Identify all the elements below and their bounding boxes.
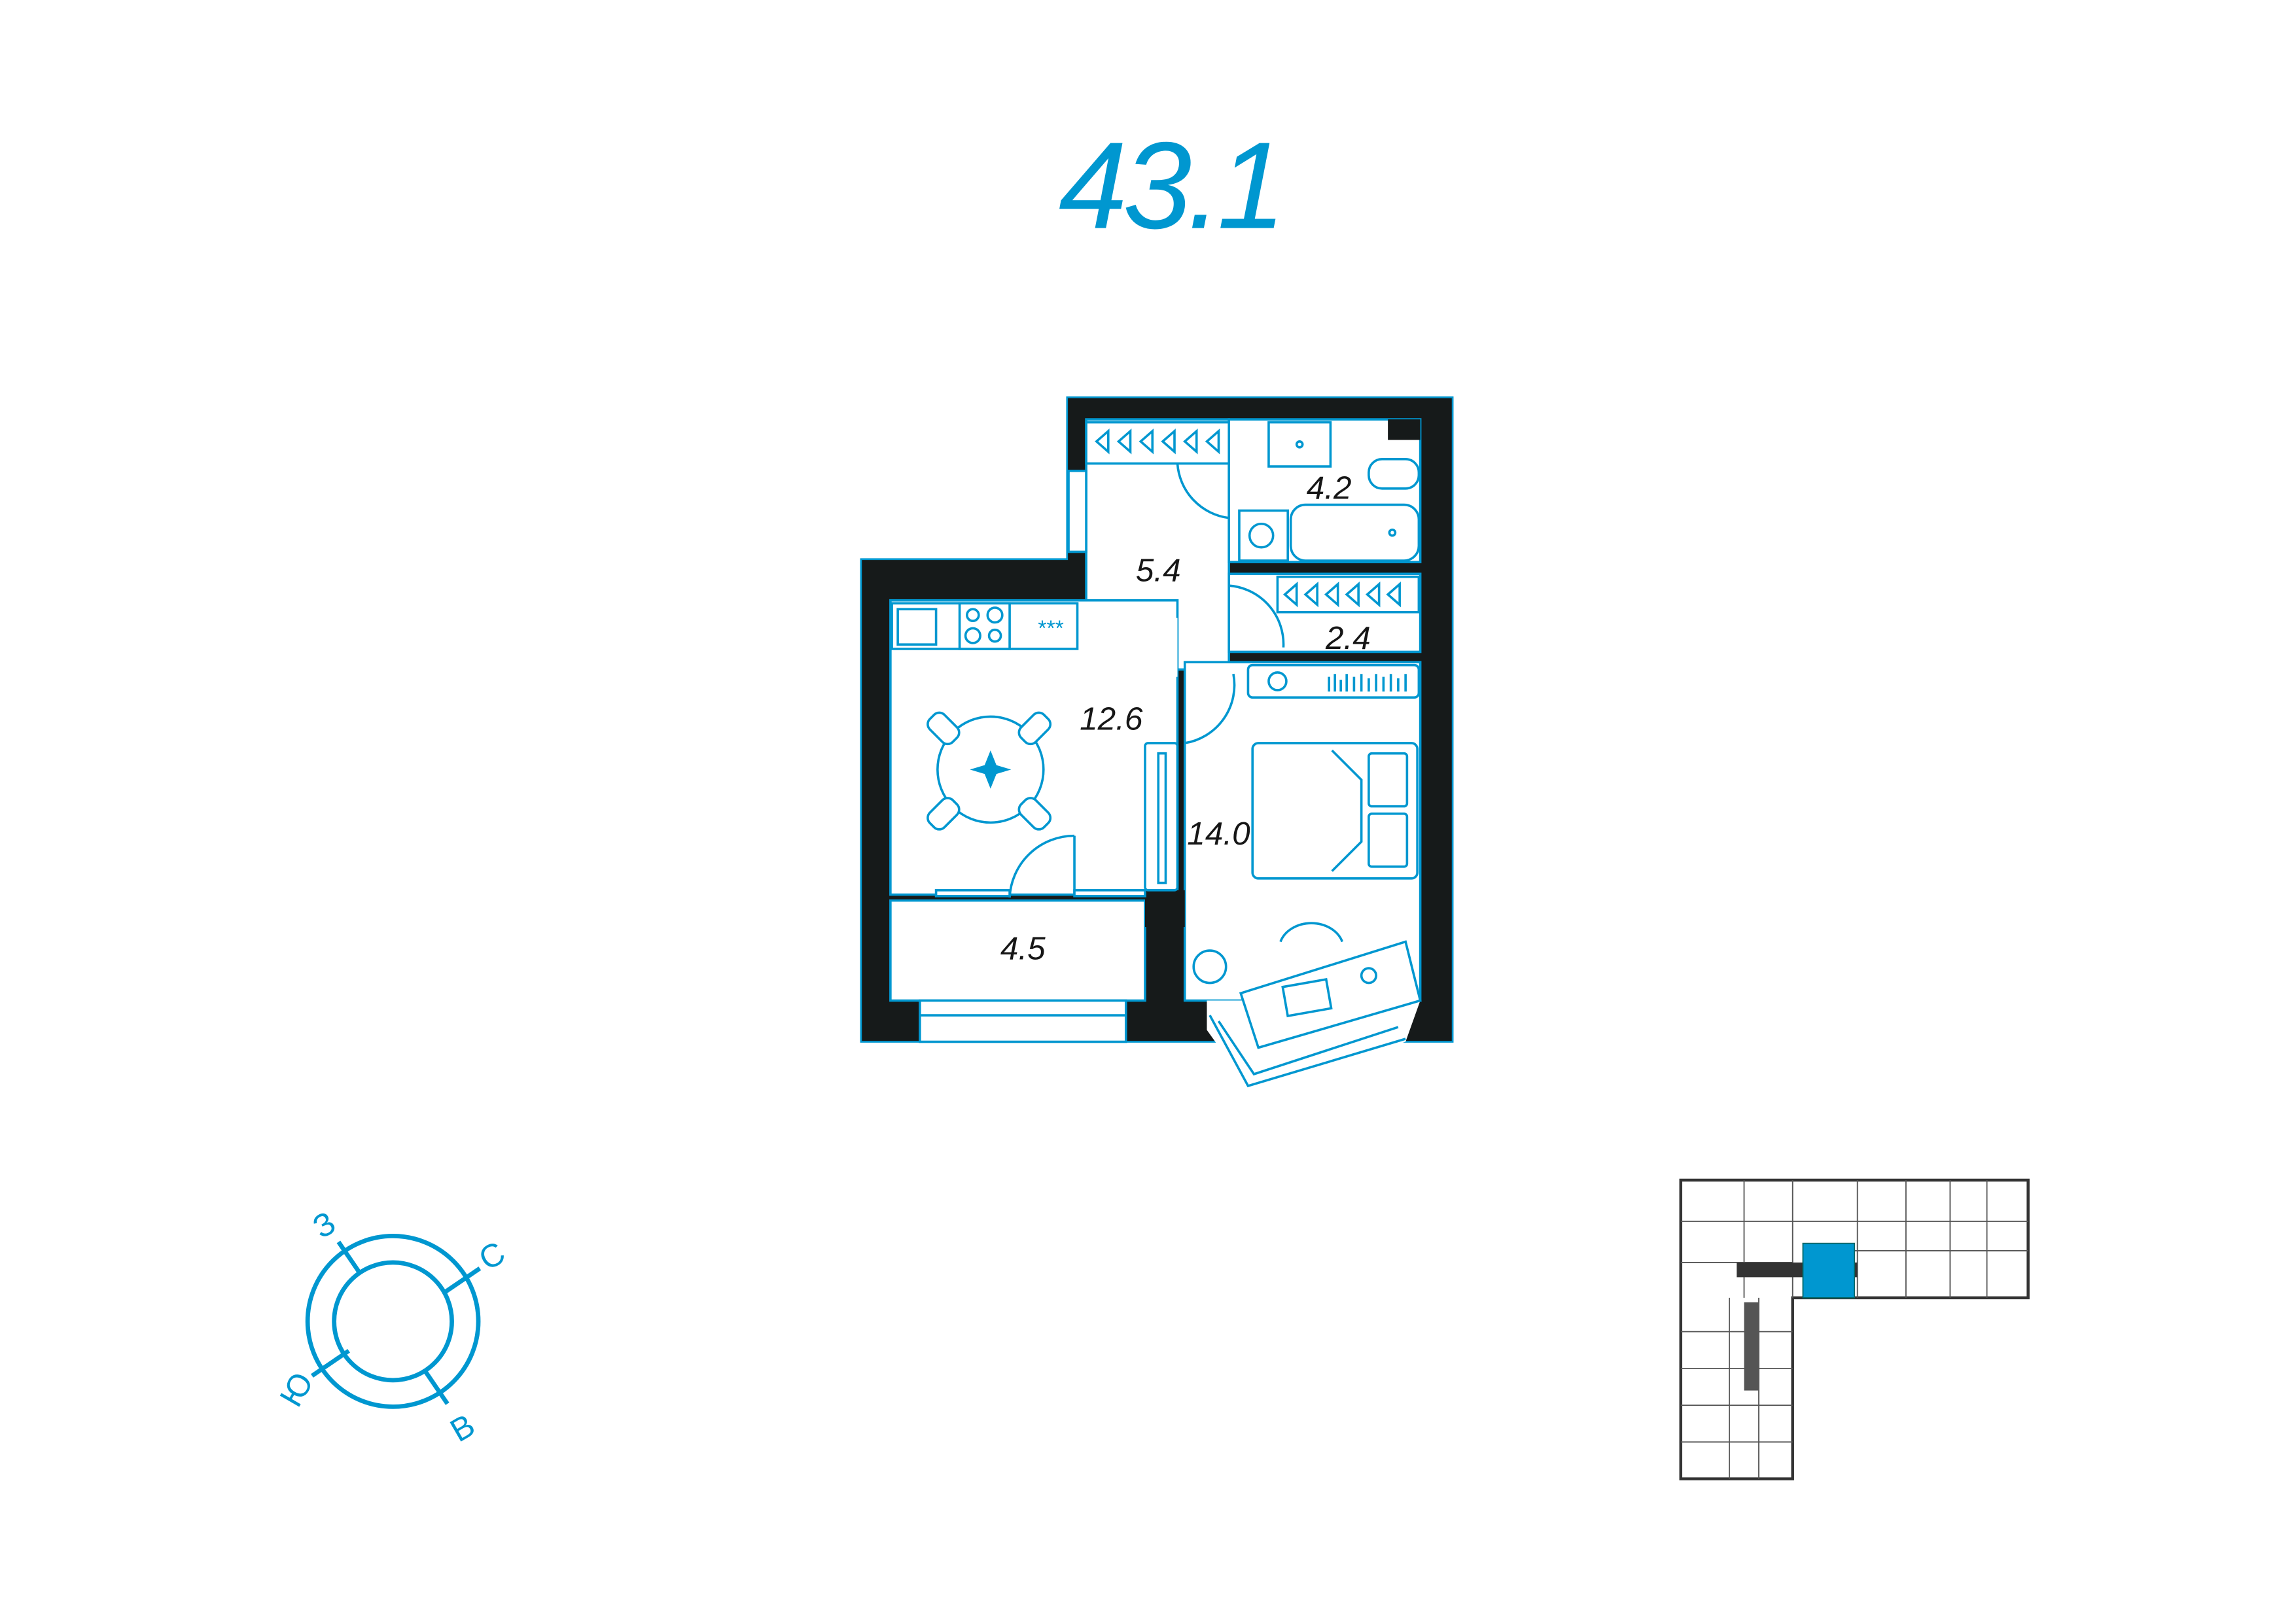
chair <box>1017 711 1052 746</box>
door-bathroom[interactable] <box>1176 463 1229 519</box>
flower-icon <box>970 750 1012 789</box>
area-wardrobe: 2.4 <box>1325 620 1371 656</box>
door-bedroom[interactable] <box>1184 673 1236 744</box>
chair <box>1017 797 1052 831</box>
stove <box>958 602 1011 650</box>
plant-icon <box>1192 949 1227 985</box>
kitchen-sink <box>896 608 938 646</box>
area-balcony: 4.5 <box>1000 931 1046 967</box>
room-balcony[interactable] <box>889 899 1146 1002</box>
area-bathroom: 4.2 <box>1307 470 1352 506</box>
tv-stand <box>1246 663 1421 699</box>
compass: З С Ю В <box>273 1204 511 1449</box>
bath-wall-corner <box>1388 419 1421 440</box>
fridge-label: *** <box>1038 616 1063 641</box>
desk <box>1239 940 1422 1049</box>
apartment-plan: *** 5.4 4.2 2.4 12.6 14.0 4.5 <box>860 396 1454 1092</box>
hall-kitchen-opening <box>1086 618 1178 677</box>
bathroom-sink <box>1267 421 1332 468</box>
sofa <box>1144 742 1179 892</box>
desk-chair <box>1279 922 1344 943</box>
wall-pier <box>1145 890 1185 928</box>
chair <box>927 711 961 746</box>
compass-west: З <box>307 1204 342 1246</box>
pillow <box>1368 752 1409 808</box>
laptop <box>1281 977 1333 1018</box>
area-kitchen: 12.6 <box>1080 701 1143 737</box>
pillow <box>1368 812 1409 868</box>
window-hall <box>1067 469 1087 553</box>
chair <box>927 797 961 831</box>
toilet <box>1368 457 1421 490</box>
door-wardrobe[interactable] <box>1229 584 1285 648</box>
bay-window <box>1209 1015 1406 1088</box>
hanger-icons-closet <box>1282 582 1401 608</box>
bathtub <box>1289 503 1421 562</box>
floor-key-plan <box>1679 1178 2030 1480</box>
balcony-glazing <box>934 889 1011 898</box>
door-balcony[interactable] <box>1008 834 1075 898</box>
washing-machine <box>1238 509 1289 562</box>
bookshelf <box>1328 674 1407 692</box>
total-area-title: 43.1 <box>1059 117 1282 255</box>
current-apartment-highlight <box>1802 1242 1856 1299</box>
area-bedroom: 14.0 <box>1187 816 1250 852</box>
area-hallway: 5.4 <box>1136 552 1181 588</box>
lamp <box>1360 967 1377 985</box>
window-balcony <box>919 999 1127 1043</box>
hall-wardrobe <box>1085 421 1231 465</box>
hanger-icons <box>1095 428 1220 455</box>
compass-east: В <box>444 1407 481 1449</box>
